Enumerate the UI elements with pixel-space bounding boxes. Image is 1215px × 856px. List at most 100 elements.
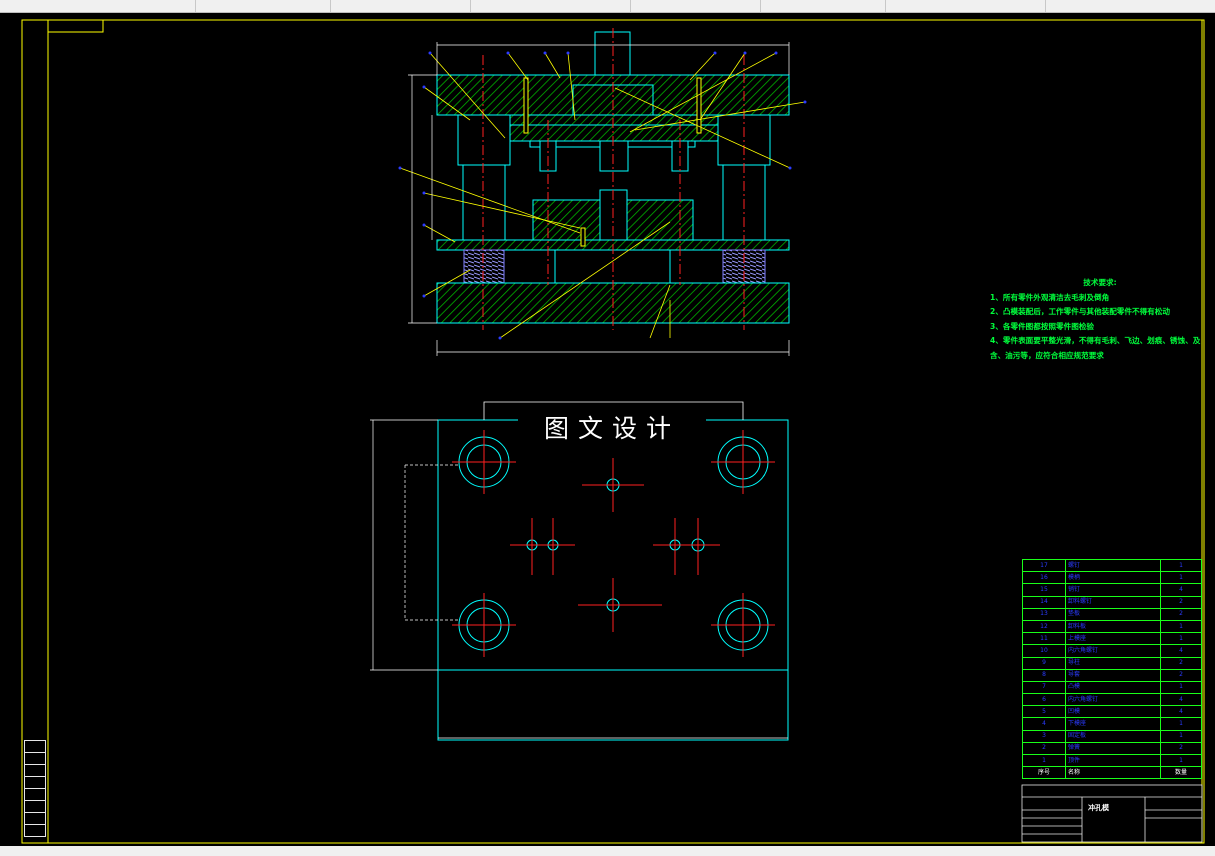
status-bar [0,846,1215,856]
bom-cell-no: 1 [1022,753,1066,768]
title-bar-segment [760,0,886,12]
bom-cell-qty: 1 [1160,619,1202,634]
note-line: 4、零件表面要平整光滑，不得有毛刺、飞边、划痕、锈蚀、及 [990,336,1201,345]
plan-view [370,401,789,741]
bom-cell-name: 凸模 [1065,680,1161,695]
bom-cell-name: 销钉 [1065,583,1161,597]
bom-cell-qty: 4 [1160,644,1202,658]
bom-cell-qty: 2 [1160,595,1202,609]
bom-cell-no: 14 [1022,595,1066,609]
watermark: 图文设计 [518,410,706,448]
drawing-name: 冲孔模 [1088,804,1109,812]
bom-cell-name: 顶件 [1065,753,1161,768]
left-revision-strip [24,740,46,837]
bom-cell-no: 8 [1022,668,1066,682]
bom-cell-no: 13 [1022,607,1066,621]
bom-cell-qty: 4 [1160,693,1202,707]
guide-bushing-left [457,114,511,166]
bom-cell-name: 模柄 [1065,571,1161,585]
bom-header-qty: 数量 [1160,766,1202,780]
strip-cell [24,740,46,753]
screw-right [696,77,702,134]
title-bar-segment [330,0,471,12]
bom-cell-name: 垫板 [1065,607,1161,621]
bom-cell-name: 内六角螺钉 [1065,644,1161,658]
strip-cell [24,801,46,813]
bom-cell-no: 6 [1022,693,1066,707]
plan-dimensions [370,419,788,739]
bom-cell-name: 上模座 [1065,632,1161,646]
bom-cell-no: 3 [1022,729,1066,743]
die-seat-extension [437,669,789,741]
bom-cell-no: 7 [1022,680,1066,695]
title-bar-segment [195,0,331,12]
bom-cell-no: 11 [1022,632,1066,646]
bom-cell-name: 卸料螺钉 [1065,595,1161,609]
backing-plate [509,114,721,126]
bom-cell-name: 固定板 [1065,729,1161,743]
screw-left [523,77,529,134]
bom-cell-qty: 2 [1160,741,1202,756]
bom-cell-no: 17 [1022,558,1066,573]
bom-cell-no: 10 [1022,644,1066,658]
bom-cell-no: 12 [1022,619,1066,634]
bom-cell-qty: 1 [1160,729,1202,743]
bom-cell-name: 弹簧 [1065,741,1161,756]
punch-holder [509,124,721,142]
title-bar-segment [885,0,1046,12]
strip-cell [24,777,46,789]
strip-cell [24,825,46,837]
bom-header-name: 名称 [1065,766,1161,780]
punch-center [599,140,629,172]
bom-cell-no: 15 [1022,583,1066,597]
strip-cell [24,753,46,765]
note-line: 3、各零件图都按照零件图检验 [990,321,1095,331]
front-section-view [398,28,807,356]
part-balloons [398,51,807,340]
note-line: 含、油污等，应符合相应规范要求 [990,350,1104,360]
bom-cell-no: 4 [1022,717,1066,731]
plan-centerlines [452,430,775,657]
bom-cell-no: 2 [1022,741,1066,756]
bom-cell-qty: 4 [1160,705,1202,719]
bom-cell-qty: 1 [1160,753,1202,768]
bom-cell-name: 内六角螺钉 [1065,693,1161,707]
application-title-bar [0,0,1215,13]
bom-cell-qty: 4 [1160,583,1202,597]
title-bar-segment [0,0,196,12]
bom-cell-qty: 1 [1160,680,1202,695]
note-line: 2、凸模装配后，工作零件与其他装配零件不得有松动 [990,307,1170,316]
pin [580,227,586,247]
strip-cell [24,789,46,801]
bom-cell-no: 5 [1022,705,1066,719]
bom-cell-name: 凹模 [1065,705,1161,719]
bom-cell-no: 9 [1022,656,1066,670]
drawing-number-box [47,19,104,33]
bom-cell-name: 导柱 [1065,656,1161,670]
guide-pillar-left [462,164,506,241]
title-bar-segment [630,0,761,12]
bom-header: 序号名称数量 [1022,766,1202,780]
bom-header-no: 序号 [1022,766,1066,780]
bom-cell-name: 导套 [1065,668,1161,682]
bom-cell-qty: 1 [1160,717,1202,731]
lower-die-seat-outline [437,419,789,671]
bom-cell-qty: 1 [1160,571,1202,585]
note-line: 1、所有零件外观清洁去毛刺及倒角 [990,292,1110,302]
